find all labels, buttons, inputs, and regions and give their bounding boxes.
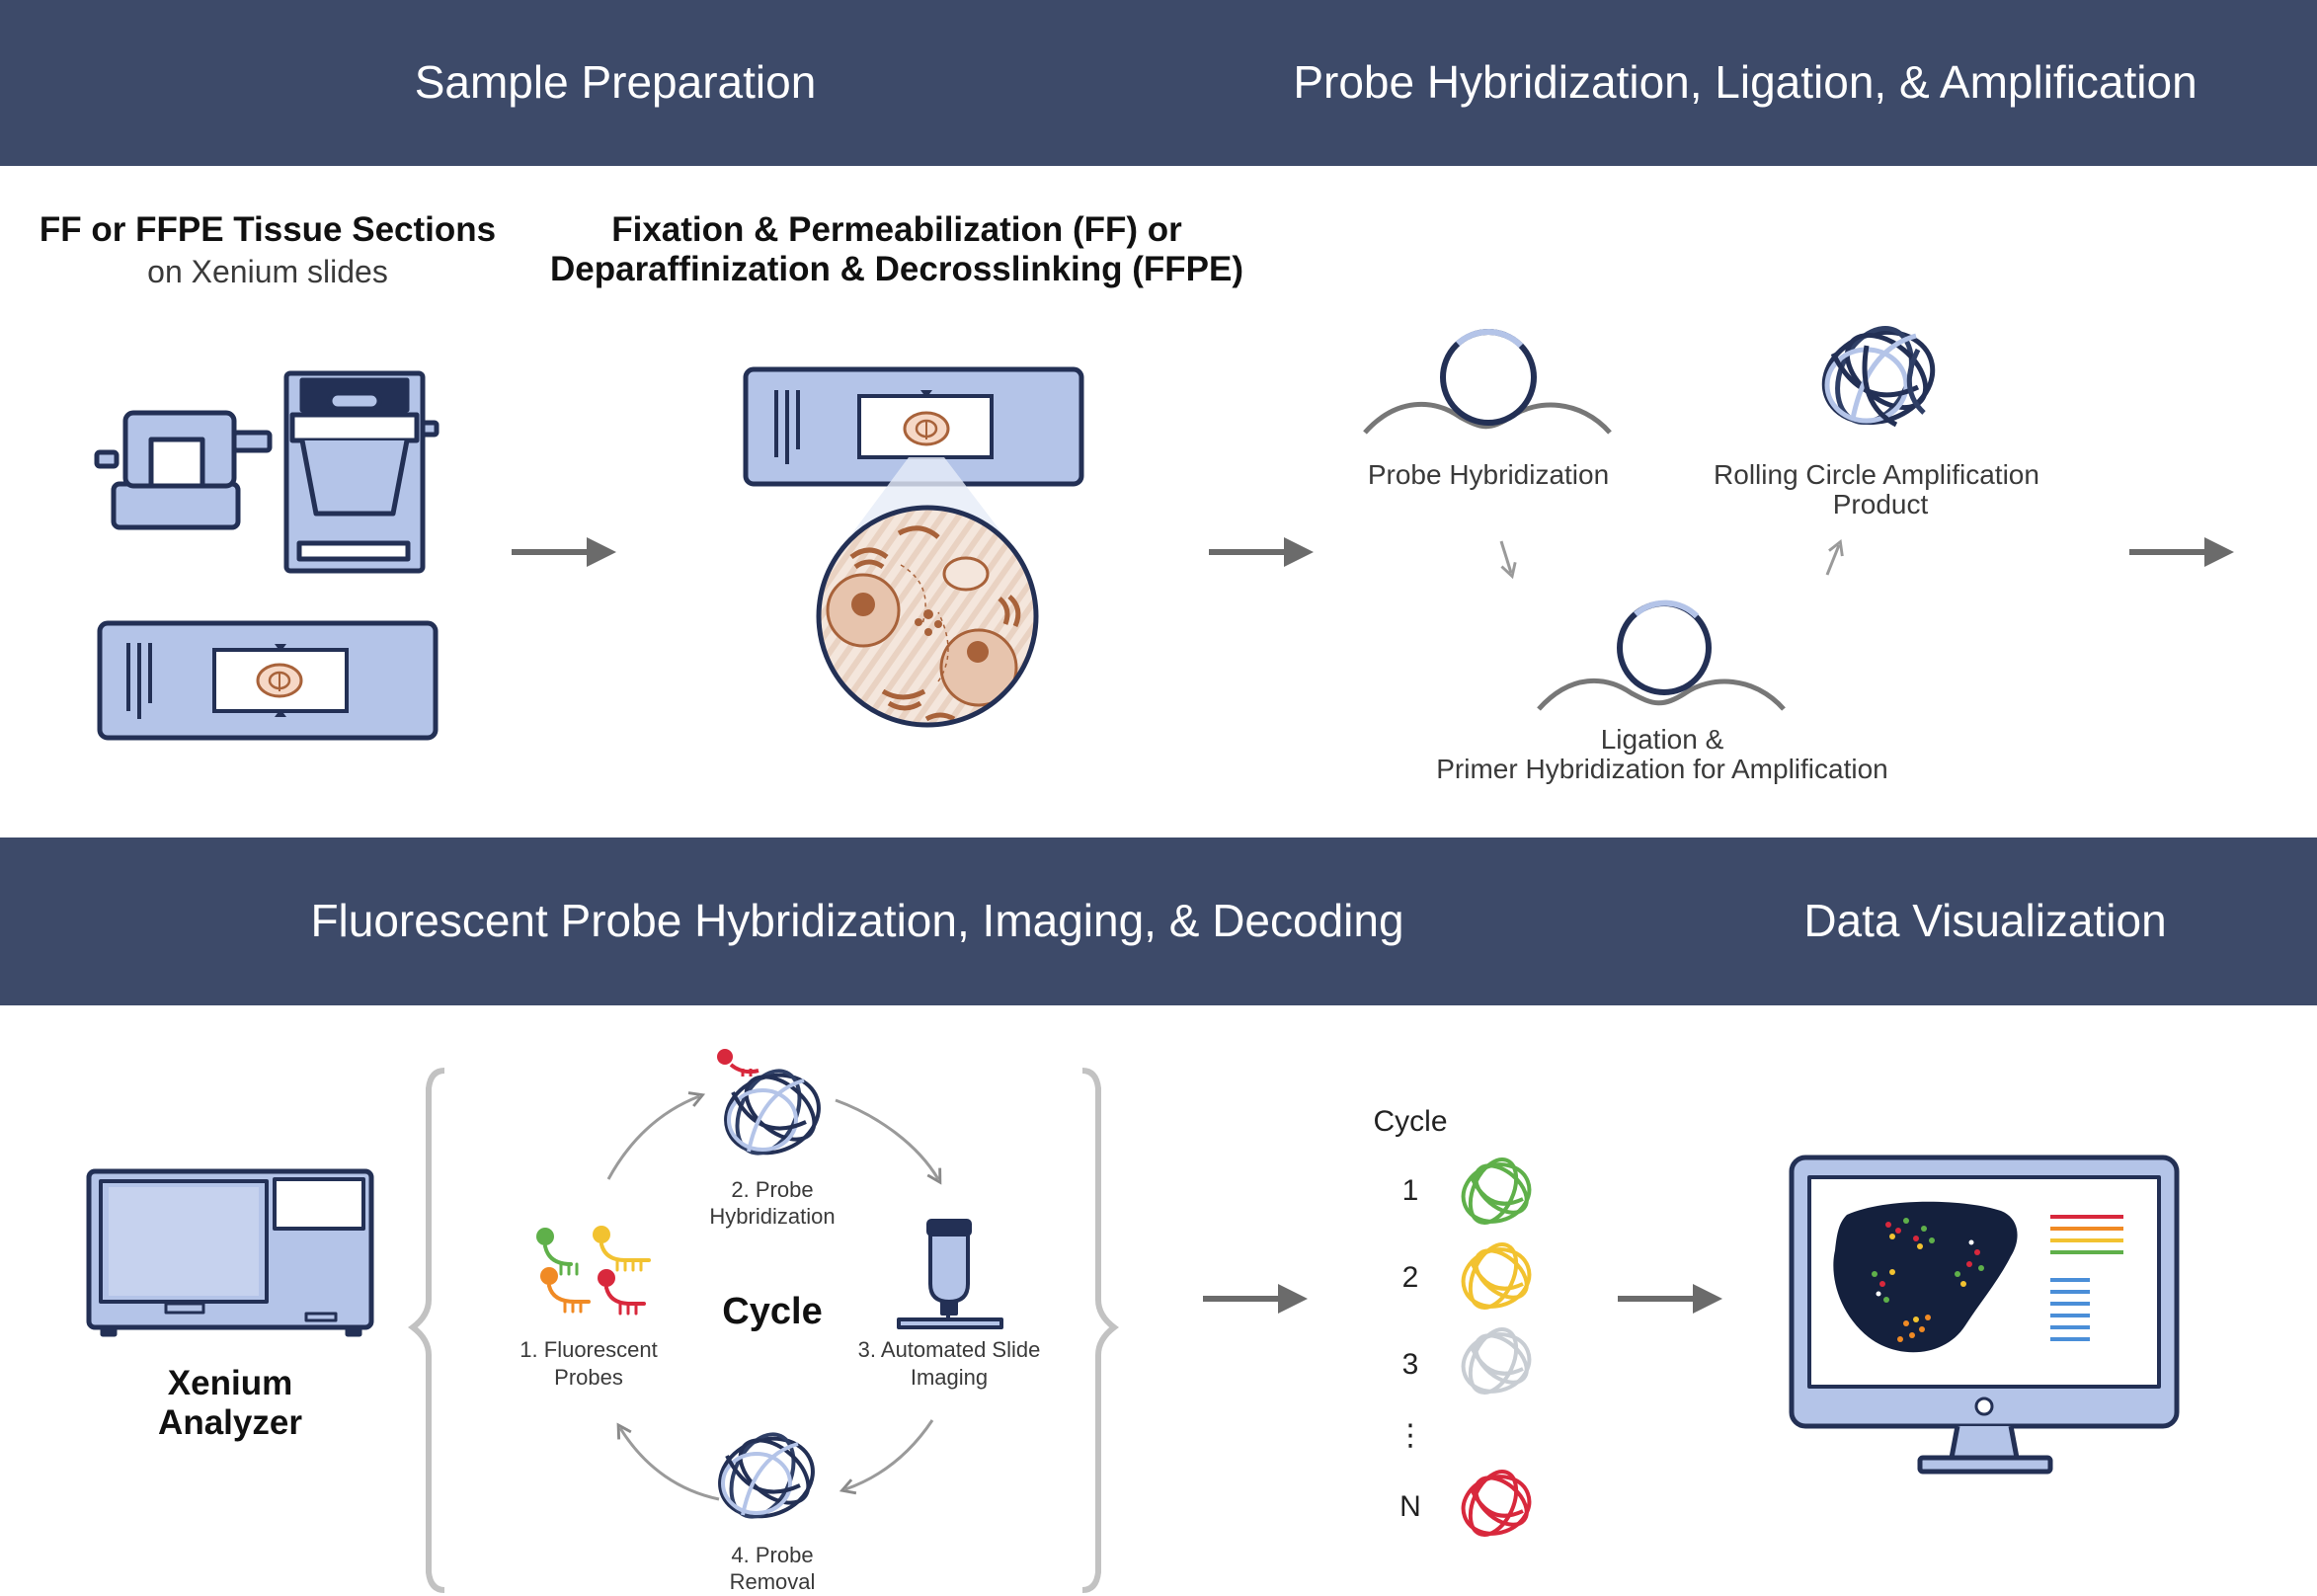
tissue-sections-title: FF or FFPE Tissue Sections bbox=[39, 210, 497, 249]
cycle-step2-line2: Hybridization bbox=[709, 1204, 836, 1229]
probe-removal-rca-icon bbox=[718, 1432, 815, 1519]
cycle-step4-line2: Removal bbox=[729, 1569, 816, 1594]
cycle-arrow-icon bbox=[606, 1091, 942, 1501]
ligation-label-line1: Ligation & bbox=[1600, 724, 1724, 755]
decoding-row-label: ⋮ bbox=[1396, 1419, 1425, 1452]
analyzer-label-line2: Analyzer bbox=[158, 1403, 302, 1442]
cycle-bracket-icon bbox=[408, 1068, 1119, 1593]
cycle-step1-line1: 1. Fluorescent bbox=[519, 1337, 658, 1362]
cycle-step3-line1: 3. Automated Slide bbox=[857, 1337, 1041, 1362]
rca-label-line2: Product bbox=[1832, 489, 1929, 519]
ligation-icon bbox=[1537, 599, 1786, 711]
decoding-row-label: 1 bbox=[1401, 1174, 1419, 1207]
analyzer-label-line1: Xenium bbox=[167, 1364, 293, 1402]
decoding-row-label: N bbox=[1399, 1490, 1421, 1523]
sample-preparation-header: Sample Preparation bbox=[414, 56, 817, 108]
magnified-tissue-icon bbox=[816, 505, 1039, 728]
probe-hybridization-icon bbox=[1363, 329, 1612, 435]
legend-bars-icon bbox=[2050, 1215, 2123, 1341]
ligation-label-line2: Primer Hybridization for Amplification bbox=[1436, 754, 1888, 784]
fluorescent-probes-icon bbox=[536, 1226, 651, 1316]
rolling-circle-product-icon bbox=[1821, 325, 1936, 428]
decoding-blob-gray-icon bbox=[1461, 1327, 1532, 1395]
xenium-slide-icon bbox=[97, 620, 439, 741]
cycle-center-label: Cycle bbox=[722, 1291, 823, 1332]
fluorescent-probe-header: Fluorescent Probe Hybridization, Imaging… bbox=[310, 895, 1404, 946]
xenium-analyzer-icon bbox=[86, 1168, 374, 1337]
cycle-step3-line2: Imaging bbox=[910, 1365, 989, 1390]
fixation-title-line2: Deparaffinization & Decrosslinking (FFPE… bbox=[549, 250, 1244, 288]
cycle-step1-line2: Probes bbox=[554, 1365, 623, 1390]
spatial-map-icon bbox=[1833, 1201, 2018, 1353]
probe-hybridization-label: Probe Hybridization bbox=[1367, 459, 1610, 490]
rca-label-line1: Rolling Circle Amplification bbox=[1714, 459, 2039, 490]
decoding-blob-red-icon bbox=[1461, 1470, 1532, 1537]
bottom-header-band bbox=[0, 838, 2317, 1005]
top-header-band bbox=[0, 0, 2317, 166]
decoding-blob-yellow-icon bbox=[1461, 1242, 1532, 1310]
cycle-step4-line1: 4. Probe bbox=[731, 1543, 814, 1567]
probe-hybridization-header: Probe Hybridization, Ligation, & Amplifi… bbox=[1293, 56, 2197, 108]
decoding-blob-green-icon bbox=[1461, 1157, 1532, 1225]
fixation-title-line1: Fixation & Permeabilization (FF) or bbox=[611, 210, 1182, 249]
hybridized-rca-icon bbox=[717, 1049, 821, 1156]
microscope-icon bbox=[897, 1219, 1003, 1329]
step-arrow-icon bbox=[1499, 538, 1844, 580]
cycle-step2-line1: 2. Probe bbox=[731, 1177, 814, 1202]
decoding-row-label: 3 bbox=[1401, 1348, 1419, 1381]
data-visualization-header: Data Visualization bbox=[1803, 895, 2167, 946]
decoding-row-label: 2 bbox=[1401, 1261, 1419, 1294]
tissue-sections-subtitle: on Xenium slides bbox=[147, 254, 388, 289]
cryostat-icon bbox=[94, 370, 439, 574]
decoding-cycle-title: Cycle bbox=[1373, 1105, 1448, 1138]
